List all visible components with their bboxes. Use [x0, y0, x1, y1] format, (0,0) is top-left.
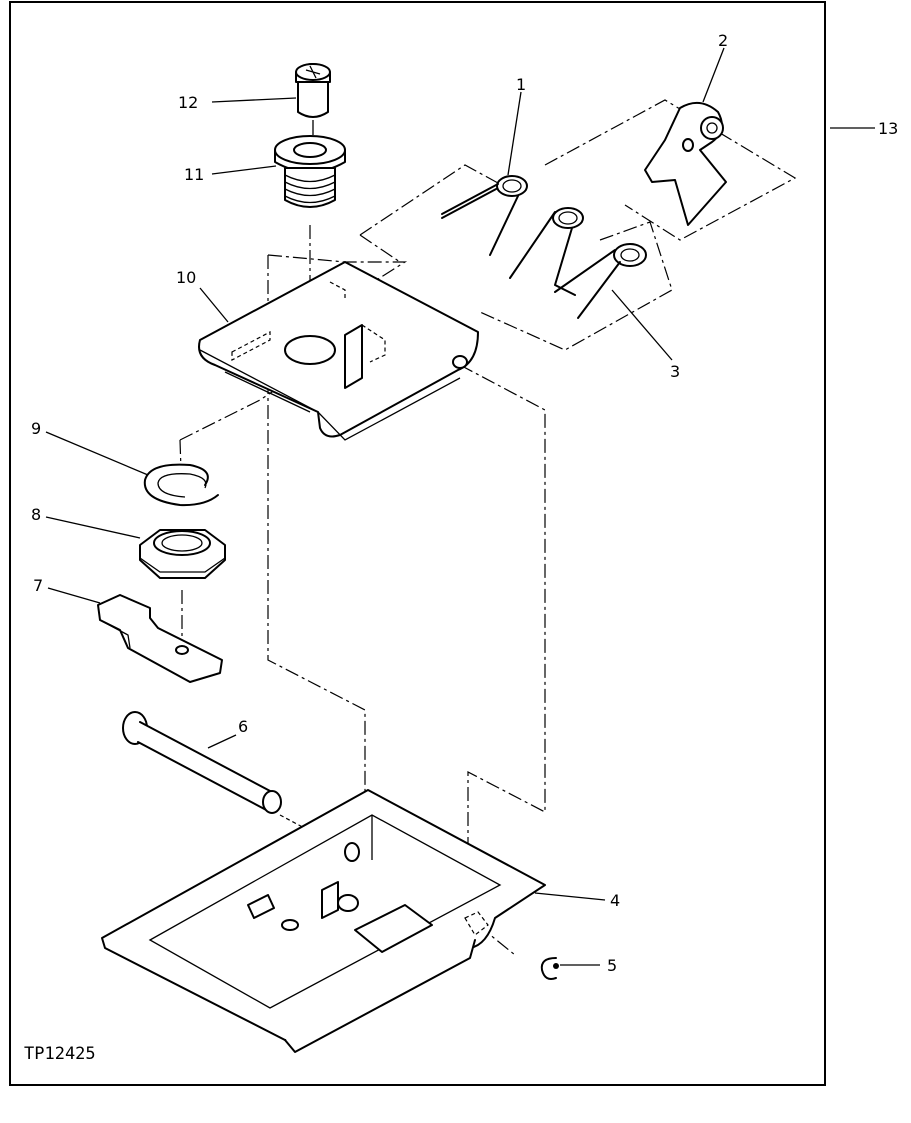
- part-2-latch: [644, 101, 727, 226]
- part-10-bracket: [198, 261, 479, 441]
- callout-7: 7: [33, 576, 43, 595]
- part-5-e-clip: [540, 957, 559, 980]
- part-11-fitting: [274, 135, 346, 208]
- callout-10: 10: [176, 268, 196, 287]
- callout-8: 8: [31, 505, 41, 524]
- callout-labels: 1 2 3 4 5 6 7 8 9 10 11 12 13: [31, 31, 898, 975]
- callout-2: 2: [718, 31, 728, 50]
- callout-11: 11: [184, 165, 204, 184]
- part-12-plug: [295, 63, 331, 135]
- part-3-spring: [554, 243, 647, 319]
- part-spring-middle: [509, 207, 584, 296]
- part-1-spring: [441, 175, 528, 256]
- part-6-pin: [122, 711, 282, 814]
- leader-lines: [45, 47, 875, 966]
- part-9-snap-ring: [143, 463, 219, 507]
- callout-4: 4: [610, 891, 620, 910]
- diagram-frame: [9, 1, 826, 1086]
- part-4-base-plate: [101, 789, 546, 1053]
- part-7-lock-tab: [97, 594, 223, 683]
- callout-3: 3: [670, 362, 680, 381]
- callout-5: 5: [607, 956, 617, 975]
- callout-12: 12: [178, 93, 198, 112]
- figure-id-label: TP12425: [24, 1044, 96, 1064]
- callout-13: 13: [878, 119, 898, 138]
- assembly-center-lines: [179, 99, 797, 956]
- callout-6: 6: [238, 717, 248, 736]
- callout-9: 9: [31, 419, 41, 438]
- callout-1: 1: [516, 75, 526, 94]
- part-8-hex-nut: [139, 529, 226, 579]
